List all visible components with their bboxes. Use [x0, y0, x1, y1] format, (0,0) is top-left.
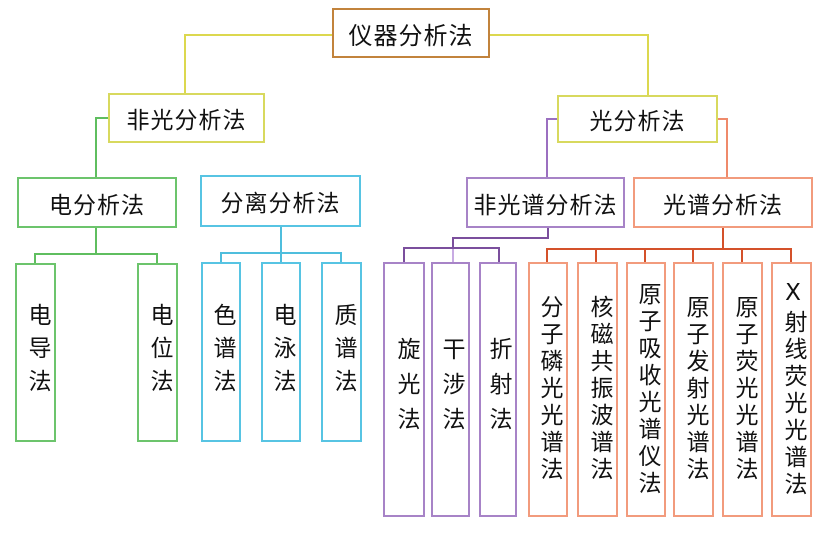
node-instrumental-analysis: 仪器分析法: [332, 8, 490, 58]
leaf-xray-fluorescence-spectroscopy: X射线荧光光谱法: [771, 262, 812, 517]
connector-line: [96, 117, 108, 119]
node-optical-analysis: 光分析法: [557, 95, 718, 143]
leaf-atomic-fluorescence-spectroscopy: 原子荧光光谱法: [722, 262, 763, 517]
leaf-polarimetry: 旋光法: [383, 262, 425, 517]
leaf-refractometry: 折射法: [479, 262, 517, 517]
leaf-atomic-emission-spectroscopy: 原子发射光谱法: [673, 262, 714, 517]
connector-line: [280, 227, 282, 263]
leaf-molecular-phosphorescence-spectroscopy: 分子磷光光谱法: [528, 262, 568, 517]
connector-line: [647, 34, 649, 95]
connector-line: [692, 248, 694, 262]
connector-line: [95, 117, 97, 177]
leaf-atomic-absorption-spectroscopy: 原子吸收光谱仪法: [626, 262, 666, 517]
connector-line: [546, 118, 548, 177]
leaf-nmr-spectroscopy: 核磁共振波谱法: [577, 262, 618, 517]
connector-line: [722, 228, 724, 250]
leaf-electrophoresis: 电泳法: [261, 262, 301, 442]
connector-line: [156, 253, 158, 264]
connector-line: [220, 252, 342, 254]
connector-line: [546, 248, 792, 250]
connector-line: [185, 34, 332, 36]
connector-line: [741, 248, 743, 262]
connector-line: [546, 118, 557, 120]
node-non-spectroscopic-analysis: 非光谱分析法: [466, 177, 625, 228]
connector-line: [452, 237, 454, 249]
leaf-potentiometry: 电位法: [137, 263, 178, 442]
connector-line: [595, 248, 597, 262]
connector-line: [340, 252, 342, 263]
node-non-optical-analysis: 非光分析法: [108, 93, 265, 143]
connector-line: [547, 228, 549, 239]
connector-line: [452, 237, 549, 239]
connector-line: [34, 253, 158, 255]
connector-line: [790, 248, 792, 262]
leaf-chromatography: 色谱法: [201, 262, 241, 442]
connector-line: [644, 248, 646, 262]
connector-line: [184, 34, 186, 93]
node-electroanalysis: 电分析法: [17, 177, 177, 228]
node-spectroscopic-analysis: 光谱分析法: [633, 177, 813, 228]
connector-line: [403, 247, 500, 249]
connector-line: [498, 247, 500, 262]
leaf-interferometry: 干涉法: [431, 262, 470, 517]
leaf-mass-spectrometry: 质谱法: [321, 262, 362, 442]
connector-line: [220, 252, 222, 263]
connector-line: [726, 118, 728, 177]
connector-line: [95, 228, 97, 255]
connector-line: [718, 118, 728, 120]
connector-line: [546, 248, 548, 262]
connector-line: [403, 247, 405, 262]
connector-line: [490, 34, 648, 36]
connector-line: [452, 249, 454, 262]
connector-line: [34, 253, 36, 264]
leaf-conductometry: 电导法: [15, 263, 56, 442]
node-separation-analysis: 分离分析法: [200, 175, 361, 227]
